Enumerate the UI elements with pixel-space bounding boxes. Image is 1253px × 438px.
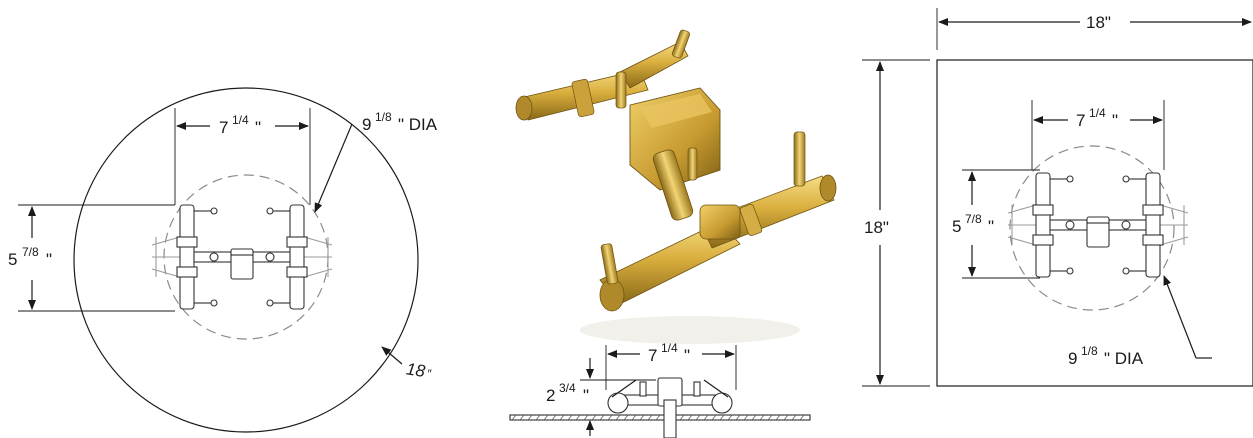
side-width-unit: " (684, 346, 690, 365)
valve-block (629, 87, 721, 221)
right-width-frac: 1/4 (1089, 106, 1106, 120)
burner-diameter-circle-right (1009, 145, 1175, 311)
right-height-unit: " (988, 217, 994, 236)
pan-outline-circle (73, 87, 419, 433)
left-height-frac: 7/8 (22, 245, 39, 259)
right-dia-whole: 9 (1068, 349, 1077, 368)
side-height-unit: " (583, 386, 589, 405)
side-height-whole: 2 (546, 386, 555, 405)
right-side-dim: 18" (864, 218, 889, 237)
front-tee-pipe (599, 131, 837, 312)
right-top-dim: 18" (1086, 13, 1111, 32)
right-square-pan-view: 18" 18" 7 1/4 " 5 7/8 " 9 1/8 " DIA (862, 8, 1253, 387)
side-height-frac: 3/4 (559, 381, 576, 395)
left-height-whole: 5 (8, 250, 17, 269)
right-height-whole: 5 (952, 217, 961, 236)
left-pan-unit: ″ (427, 367, 432, 381)
back-tee-pipe (515, 29, 690, 121)
left-dia-unit: " DIA (398, 115, 438, 134)
right-width-whole: 7 (1076, 111, 1085, 130)
side-width-frac: 1/4 (661, 341, 678, 355)
right-height-frac: 7/8 (965, 212, 982, 226)
left-round-pan-view: 7 1/4 " 9 1/8 " DIA 5 7/8 " 18 ″ (8, 87, 438, 433)
pan-outline-square (936, 59, 1253, 387)
side-width-whole: 7 (648, 346, 657, 365)
left-dia-whole: 9 (362, 115, 371, 134)
left-pan-dim: 18 (405, 359, 427, 381)
left-width-whole: 7 (219, 118, 228, 137)
burner-top-view-right (1007, 172, 1189, 278)
burner-top-view (151, 204, 333, 310)
left-width-unit: " (255, 118, 261, 137)
left-dia-frac: 1/8 (375, 110, 392, 124)
right-width-unit: " (1112, 111, 1118, 130)
right-dia-unit: " DIA (1104, 349, 1144, 368)
left-width-frac: 1/4 (232, 113, 249, 127)
burner-photo (515, 29, 837, 344)
right-dia-frac: 1/8 (1081, 344, 1098, 358)
left-height-unit: " (46, 250, 52, 269)
side-elevation-view: 7 1/4 " 2 3/4 " (509, 341, 811, 438)
